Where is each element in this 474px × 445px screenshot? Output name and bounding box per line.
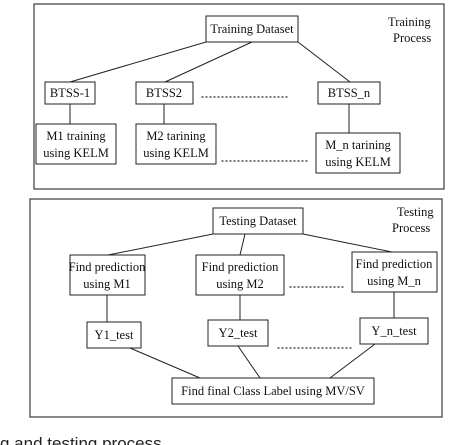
m1-training-box — [35, 123, 117, 165]
prediction-m1-box — [69, 254, 146, 296]
connector-dataset-btss1 — [69, 41, 207, 83]
testing-dataset-label: Testing Dataset — [219, 214, 297, 228]
prediction-m2-box — [195, 254, 285, 296]
connector-y1-final — [129, 347, 201, 379]
connector-testdata-predn — [302, 233, 393, 253]
training-process-panel — [33, 3, 445, 190]
testing-dataset-box — [212, 207, 304, 235]
y1-test-box — [86, 321, 142, 349]
yn-test-label: Y_n_test — [371, 324, 417, 338]
m1-training-label-line2: using KELM — [43, 146, 109, 160]
prediction-mn-label-line2: using M_n — [367, 274, 422, 288]
training-process-label-line1: Training — [388, 15, 431, 29]
prediction-m1-label-line2: using M1 — [83, 277, 131, 291]
connector-yn-final — [329, 343, 376, 379]
testing-process-label-line2: Process — [392, 221, 430, 235]
mn-training-label-line2: using KELM — [325, 155, 391, 169]
final-class-label-box — [171, 377, 375, 405]
y1-test-label: Y1_test — [95, 328, 134, 342]
prediction-m2-label-line2: using M2 — [216, 277, 264, 291]
prediction-mn-box — [351, 251, 438, 293]
testing-process-panel — [29, 198, 443, 418]
testing-process-label-line1: Testing — [397, 205, 434, 219]
connector-testdata-pred1 — [107, 233, 214, 256]
prediction-m2-label-line1: Find prediction — [202, 260, 279, 274]
m2-training-label-line1: M2 tarining — [146, 129, 206, 143]
m2-training-box — [135, 123, 217, 165]
final-class-label: Find final Class Label using MV/SV — [181, 384, 365, 398]
prediction-mn-label-line1: Find prediction — [356, 257, 433, 271]
prediction-m1-label-line1: Find prediction — [69, 260, 146, 274]
training-process-label-line2: Process — [393, 31, 431, 45]
connector-y2-final — [237, 345, 261, 379]
mn-training-label-line1: M_n tarining — [325, 138, 391, 152]
m1-training-label-line1: M1 training — [46, 129, 106, 143]
training-dataset-label: Training Dataset — [210, 22, 294, 36]
figure-caption-fragment: g and testing process — [0, 434, 162, 445]
y2-test-box — [207, 319, 269, 347]
btss-n-label: BTSS_n — [328, 86, 371, 100]
mn-training-box — [315, 132, 401, 174]
yn-test-box — [359, 317, 429, 345]
connector-dataset-btssn — [297, 41, 351, 83]
m2-training-label-line2: using KELM — [143, 146, 209, 160]
btss-2-label: BTSS2 — [146, 86, 182, 100]
y2-test-label: Y2_test — [219, 326, 258, 340]
connector-testdata-pred2 — [239, 233, 246, 256]
connector-dataset-btss2 — [164, 41, 253, 83]
btss-1-label: BTSS-1 — [50, 86, 90, 100]
